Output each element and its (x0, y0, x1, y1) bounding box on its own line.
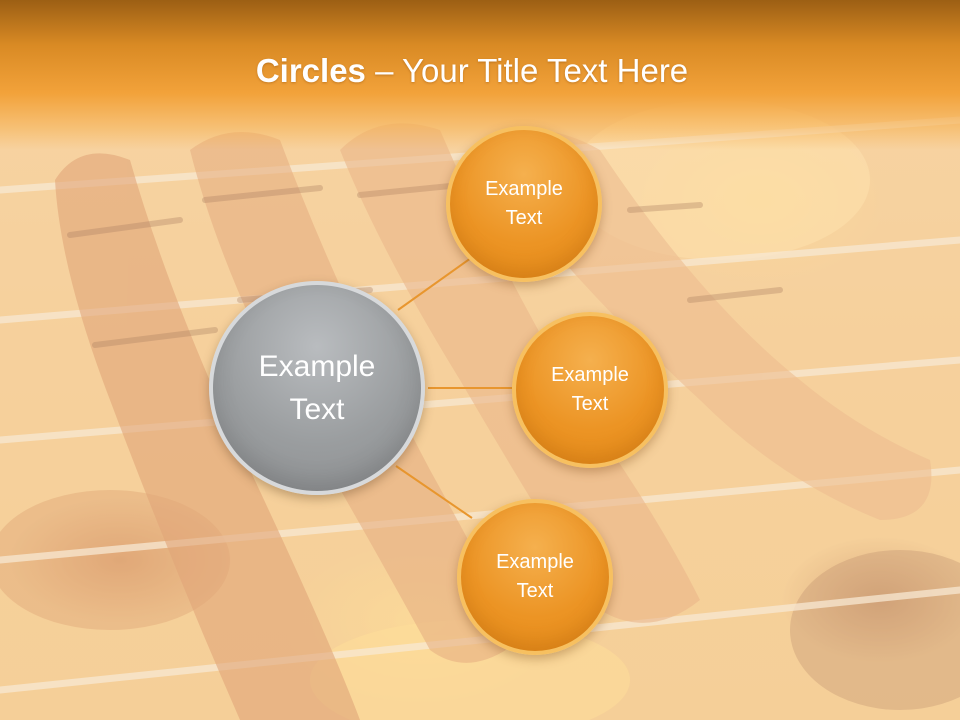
center-circle-label: Example Text (258, 349, 376, 427)
slide-title-bold: Circles (255, 52, 366, 89)
slide-title-rest: – Your Title Text Here (365, 52, 689, 89)
satellite-circle-label: Example Text (551, 364, 629, 415)
satellite-circle-label: Example Text (485, 178, 563, 229)
connector-line-1 (397, 252, 479, 311)
slide-title[interactable]: Circles – Your Title Text Here (0, 52, 944, 90)
connector-line-3 (395, 465, 473, 519)
satellite-circle-2[interactable]: Example Text (512, 312, 668, 468)
satellite-circle-3[interactable]: Example Text (457, 499, 613, 655)
title-band (0, 0, 960, 150)
satellite-circle-1[interactable]: Example Text (446, 126, 602, 282)
center-circle[interactable]: Example Text (209, 281, 425, 495)
satellite-circle-label: Example Text (496, 551, 574, 602)
